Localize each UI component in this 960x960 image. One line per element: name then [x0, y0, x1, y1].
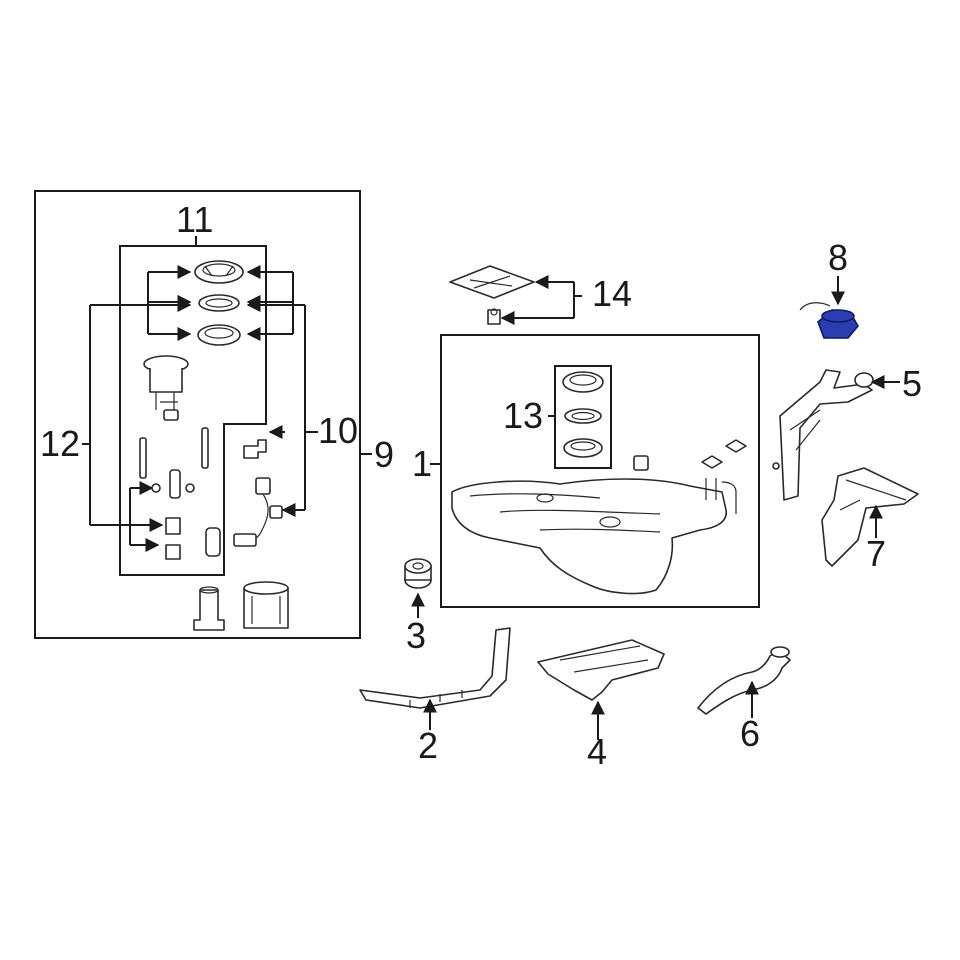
wiring-harness [233, 477, 283, 547]
label-11: 11 [176, 199, 213, 240]
bracket-10 [246, 298, 318, 517]
label-12: 12 [40, 423, 80, 464]
tank-seal [563, 438, 603, 458]
bracket-11 [119, 236, 267, 576]
bracket-small-parts [129, 487, 158, 546]
label-10: 10 [318, 410, 358, 451]
label-14: 14 [592, 273, 632, 314]
label-6: 6 [740, 713, 760, 754]
label-3: 3 [406, 615, 426, 656]
pump-strainer [243, 581, 289, 629]
label-13: 13 [503, 395, 543, 436]
label-4: 4 [587, 731, 607, 772]
tank-insulator [404, 558, 432, 589]
fuel-tank [451, 478, 737, 595]
label-7: 7 [866, 533, 886, 574]
label-1: 1 [412, 443, 432, 484]
heat-shield [537, 639, 665, 701]
tank-sensor [633, 455, 649, 471]
tank-lock-ring [562, 371, 604, 393]
pump-gasket [198, 294, 240, 312]
filler-hose [697, 646, 791, 715]
label-5: 5 [902, 363, 922, 404]
tank-gasket [564, 408, 602, 424]
filler-shield [821, 467, 919, 567]
filler-neck [772, 369, 874, 501]
small-fittings [151, 469, 221, 560]
label-2: 2 [418, 725, 438, 766]
pump-seal [197, 324, 241, 346]
fuel-cap-highlighted [799, 302, 859, 339]
tank-strap [359, 627, 511, 709]
pump-lock-ring [194, 260, 244, 284]
label-8: 8 [828, 237, 848, 278]
label-9: 9 [374, 434, 394, 475]
tank-clip-b [725, 439, 747, 453]
cover-fitting [487, 308, 501, 325]
bracket-12 [82, 298, 192, 532]
leader-14 [536, 282, 582, 318]
pump-rod-right [201, 427, 209, 469]
pump-rod-left [139, 437, 147, 479]
tank-clip-a [701, 455, 723, 469]
access-cover [449, 265, 535, 299]
tank-group-frame [440, 334, 760, 608]
fuel-pump-module [143, 355, 189, 421]
fuel-pump-motor [193, 586, 225, 631]
clip-connector [243, 439, 267, 459]
pump-group-frame [34, 190, 361, 639]
